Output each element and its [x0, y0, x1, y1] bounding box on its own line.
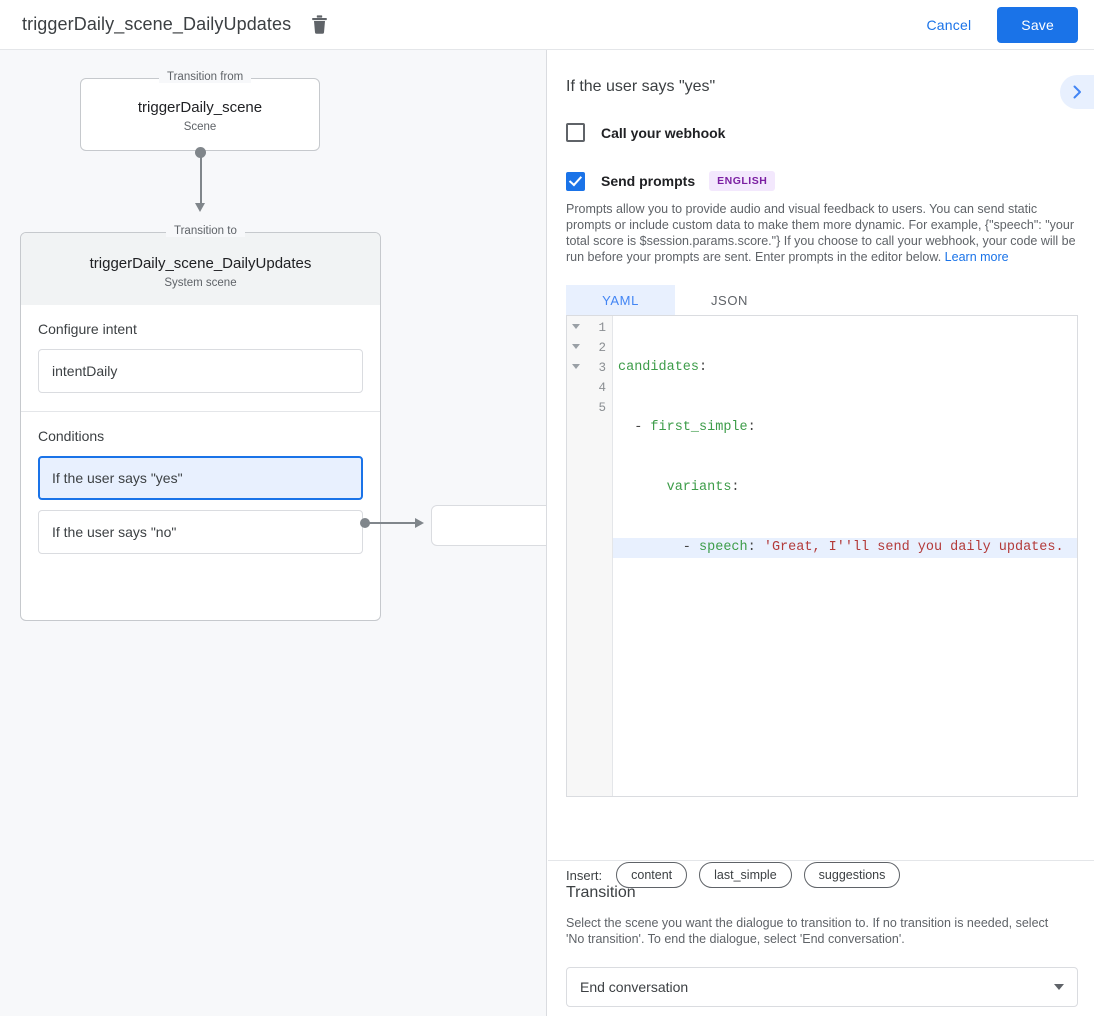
scene-graph-canvas[interactable]: Transition from triggerDaily_scene Scene…	[0, 50, 547, 1016]
call-webhook-label: Call your webhook	[601, 124, 726, 141]
line-number: 3	[598, 361, 606, 375]
condition-item-no[interactable]: If the user says "no"	[38, 510, 363, 554]
send-prompts-row[interactable]: Send prompts ENGLISH	[548, 171, 1094, 191]
trash-icon	[311, 15, 327, 34]
insert-chips-row: Insert: content last_simple suggestions	[566, 862, 901, 888]
insert-chip-suggestions[interactable]: suggestions	[803, 862, 901, 888]
transition-section: Transition Select the scene you want the…	[566, 884, 1078, 1007]
transition-title: Transition	[566, 884, 636, 901]
page-title: triggerDaily_scene_DailyUpdates	[22, 14, 292, 34]
send-prompts-checkbox[interactable]	[566, 171, 585, 191]
connector-dot	[195, 147, 206, 158]
editor-format-tabs: YAML JSON	[566, 285, 1094, 315]
gutter-row: 4	[567, 378, 612, 398]
code-line-3: variants:	[613, 478, 1077, 498]
details-panel: If the user says "yes" Call your webhook…	[548, 50, 1094, 1016]
connector-line	[200, 153, 202, 207]
transition-select-value: End conversation	[580, 979, 689, 995]
line-number: 2	[598, 341, 606, 355]
transition-select[interactable]: End conversation	[566, 967, 1078, 1007]
fold-triangle-icon[interactable]	[572, 344, 580, 349]
code-line-2: - first_simple:	[618, 420, 756, 435]
transition-to-header: triggerDaily_scene_DailyUpdates System s…	[21, 233, 380, 305]
connector-arrow-icon	[195, 203, 205, 212]
insert-chip-content[interactable]: content	[616, 862, 688, 888]
conditions-label: Conditions	[38, 428, 105, 444]
yaml-key: variants	[666, 480, 732, 495]
yaml-key: candidates	[618, 360, 700, 375]
fold-triangle-icon[interactable]	[572, 324, 580, 329]
fold-triangle-icon[interactable]	[572, 364, 580, 369]
transition-from-legend: Transition from	[159, 71, 252, 83]
language-badge: ENGLISH	[709, 171, 776, 191]
chevron-down-icon	[1054, 984, 1064, 990]
top-bar-actions: Cancel Save	[915, 6, 1094, 43]
transition-from-name: triggerDaily_scene	[137, 99, 263, 116]
next-node-partial[interactable]	[431, 505, 546, 546]
code-line-1: candidates:	[613, 358, 1077, 378]
gutter-row: 5	[567, 398, 612, 418]
code-line-5	[613, 598, 1077, 618]
cancel-button[interactable]: Cancel	[915, 9, 984, 41]
send-prompts-label: Send prompts	[601, 173, 696, 189]
call-webhook-checkbox[interactable]	[566, 123, 585, 142]
configure-intent-section: Configure intent intentDaily	[21, 305, 380, 412]
insert-label: Insert:	[566, 867, 603, 883]
panel-title: If the user says "yes"	[566, 78, 716, 95]
top-app-bar: triggerDaily_scene_DailyUpdates Cancel S…	[0, 0, 1094, 50]
learn-more-link[interactable]: Learn more	[944, 250, 1009, 264]
prompt-code-editor[interactable]: 1 2 3 4 5 candidates: - first_simple: va…	[566, 315, 1078, 797]
line-number: 4	[598, 381, 606, 395]
delete-button[interactable]	[307, 13, 331, 37]
tab-yaml[interactable]: YAML	[566, 285, 675, 315]
yaml-string: 'Great, I''ll send you daily updates.	[763, 540, 1064, 555]
transition-description: Select the scene you want the dialogue t…	[566, 916, 1049, 946]
transition-to-legend: Transition to	[166, 225, 245, 237]
editor-code-area[interactable]: candidates: - first_simple: variants: - …	[613, 316, 1077, 796]
panel-divider	[548, 860, 1094, 861]
yaml-key: speech	[699, 540, 748, 555]
yaml-key: first_simple	[650, 420, 748, 435]
conditions-section: Conditions If the user says "yes" If the…	[21, 412, 380, 582]
gutter-row: 1	[567, 318, 612, 338]
line-number: 5	[598, 401, 606, 415]
yaml-punct: :	[747, 540, 756, 555]
intent-field[interactable]: intentDaily	[38, 349, 363, 393]
condition-connector-arrow-icon	[415, 518, 424, 528]
chevron-right-icon	[1073, 85, 1081, 99]
yaml-punct: :	[699, 360, 708, 375]
call-webhook-row[interactable]: Call your webhook	[548, 123, 1094, 142]
editor-gutter: 1 2 3 4 5	[567, 316, 613, 796]
yaml-punct: :	[747, 420, 756, 435]
line-number: 1	[598, 321, 606, 335]
yaml-punct: :	[731, 480, 740, 495]
send-prompts-description: Prompts allow you to provide audio and v…	[566, 201, 1076, 265]
code-line-4: - speech: 'Great, I''ll send you daily u…	[613, 538, 1077, 558]
save-button[interactable]: Save	[997, 6, 1078, 43]
gutter-row: 2	[567, 338, 612, 358]
transition-from-node[interactable]: Transition from triggerDaily_scene Scene	[80, 71, 320, 151]
transition-to-name: triggerDaily_scene_DailyUpdates	[89, 255, 312, 272]
transition-to-node[interactable]: Transition to triggerDaily_scene_DailyUp…	[20, 225, 381, 621]
gutter-row: 3	[567, 358, 612, 378]
condition-connector-line	[369, 522, 417, 524]
expand-panel-button[interactable]	[1060, 75, 1094, 109]
transition-from-subtitle: Scene	[183, 121, 217, 133]
condition-item-yes[interactable]: If the user says "yes"	[38, 456, 363, 500]
tab-json[interactable]: JSON	[710, 292, 749, 308]
condition-connector-dot	[360, 518, 370, 528]
send-prompts-description-text: Prompts allow you to provide audio and v…	[566, 202, 1076, 264]
configure-intent-label: Configure intent	[38, 321, 137, 337]
transition-to-subtitle: System scene	[164, 277, 237, 289]
insert-chip-last-simple[interactable]: last_simple	[699, 862, 792, 888]
